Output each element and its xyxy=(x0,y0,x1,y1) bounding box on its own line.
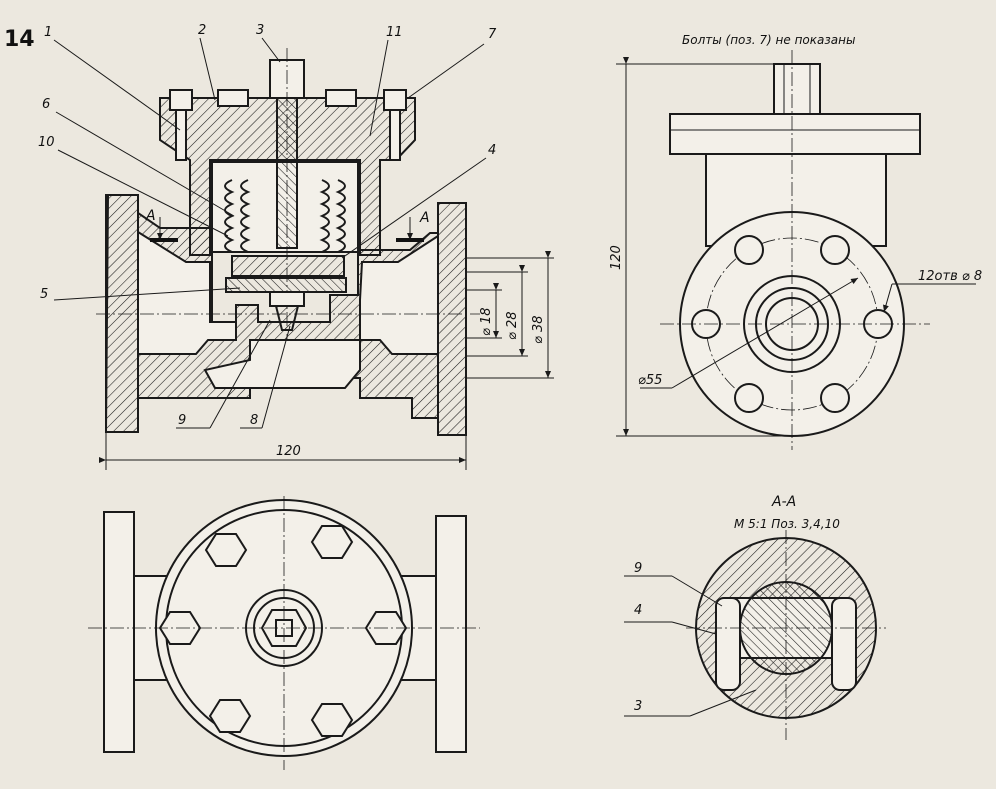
dim-length: 120 xyxy=(276,444,301,459)
nut-hex xyxy=(204,533,248,567)
bolt-shank-left xyxy=(175,109,187,161)
bolt-head-left xyxy=(169,89,193,111)
leader-8: 8 xyxy=(250,413,258,428)
bolts-note: Болты (поз. 7) не показаны xyxy=(682,33,855,47)
outlet-cavity xyxy=(359,234,439,355)
seal-gasket xyxy=(225,277,347,293)
nut-right xyxy=(325,89,357,107)
leader-3: 3 xyxy=(256,23,264,38)
leaders-front: 1 2 3 11 7 6 10 4 5 9 8 xyxy=(38,23,497,429)
bellows xyxy=(224,179,346,253)
bolt-shank-right xyxy=(389,109,401,161)
bolt-hole xyxy=(820,383,850,413)
nut-left xyxy=(217,89,249,107)
section-letter-right: А xyxy=(419,210,430,226)
leader-2: 2 xyxy=(198,23,206,38)
section-aa: А-А М 5:1 Поз. 3,4,10 9 4 3 xyxy=(624,494,886,740)
dim-dia55: ⌀55 xyxy=(638,373,662,388)
stem-end xyxy=(773,63,821,115)
leader-4: 4 xyxy=(488,143,496,158)
dim-dia38: ⌀ 38 xyxy=(531,315,546,344)
nut-hex xyxy=(310,525,354,559)
leader-9: 9 xyxy=(178,413,186,428)
dim-dia18: ⌀ 18 xyxy=(479,307,494,336)
bonnet-section xyxy=(159,97,416,256)
front-dimensions: 120 ⌀ 18 ⌀ 28 ⌀ 38 xyxy=(99,251,554,470)
bolt-hole xyxy=(734,383,764,413)
disc xyxy=(231,255,345,277)
front-section-view: А А 1 2 3 11 7 6 10 4 5 9 xyxy=(38,23,554,470)
leader-10: 10 xyxy=(38,135,55,150)
top-view xyxy=(88,496,480,770)
section-title: А-А xyxy=(771,494,796,510)
lower-chamber xyxy=(203,339,361,389)
pin-left xyxy=(715,597,741,691)
dim-holes: 12отв ⌀ 8 xyxy=(918,269,982,284)
dim-height: 120 xyxy=(609,245,624,270)
flange-holes xyxy=(691,235,893,413)
dim-dia28: ⌀ 28 xyxy=(505,311,520,340)
bolt-hole xyxy=(734,235,764,265)
top-right-flange xyxy=(435,515,467,753)
bolt-hole xyxy=(820,235,850,265)
leader-6: 6 xyxy=(42,97,50,112)
pin-right xyxy=(831,597,857,691)
leader-7: 7 xyxy=(488,27,497,42)
leader-1: 1 xyxy=(44,25,52,40)
disc-nut xyxy=(269,291,305,307)
section-scale: М 5:1 Поз. 3,4,10 xyxy=(734,517,840,531)
nut-hex xyxy=(208,699,252,733)
side-view: Болты (поз. 7) не показаны 120 ⌀55 xyxy=(609,33,982,450)
section-leader-3: 3 xyxy=(634,699,642,714)
leader-5: 5 xyxy=(40,287,48,302)
nut-hex xyxy=(310,703,354,737)
top-left-flange xyxy=(103,511,135,753)
figure-number: 14 xyxy=(4,27,35,52)
cover-flange xyxy=(669,113,921,155)
right-flange xyxy=(437,202,467,436)
left-flange xyxy=(105,194,139,433)
leader-11: 11 xyxy=(386,25,403,40)
nut-tip xyxy=(274,305,300,331)
section-letter-left: А xyxy=(145,208,156,224)
section-leader-9: 9 xyxy=(634,561,642,576)
bolt-head-right xyxy=(383,89,407,111)
section-leader-4: 4 xyxy=(634,603,642,618)
